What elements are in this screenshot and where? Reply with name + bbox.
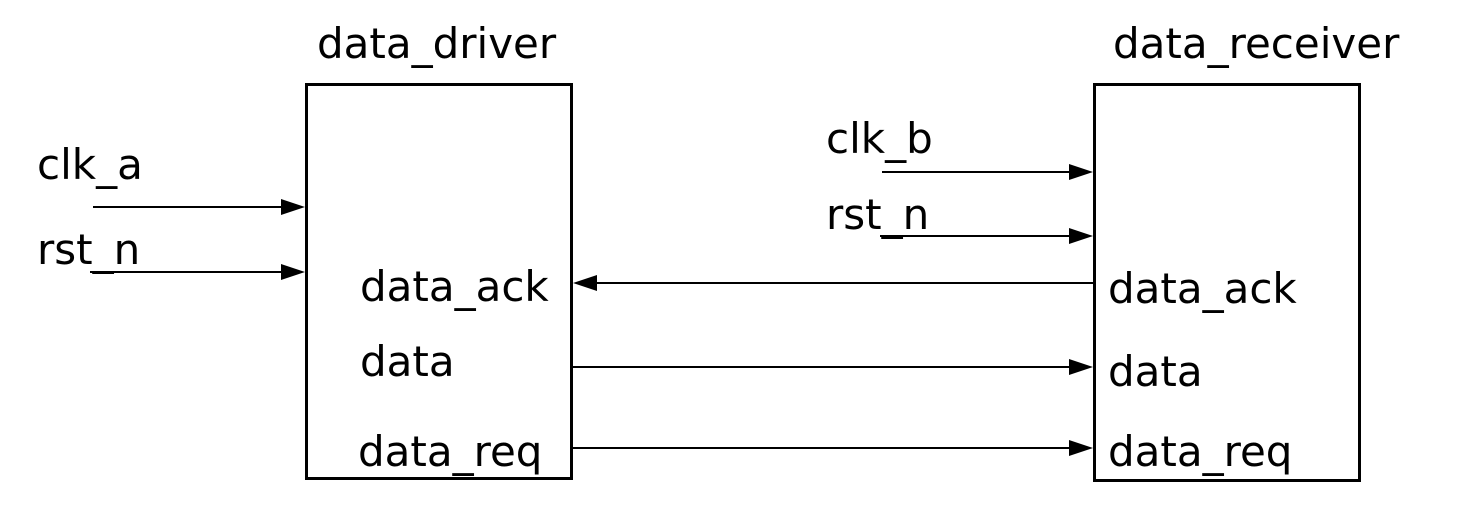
clk-b-arrow-line bbox=[882, 171, 1071, 173]
module-title-data-driver: data_driver bbox=[317, 19, 557, 68]
module-title-data-receiver: data_receiver bbox=[1113, 19, 1400, 68]
module-box-data-receiver bbox=[1093, 83, 1361, 482]
data-req-connection-line bbox=[573, 447, 1071, 449]
signal-label-clk-b: clk_b bbox=[826, 114, 933, 163]
rst-n-left-arrow-line bbox=[90, 271, 283, 273]
data-ack-arrowhead-icon bbox=[573, 275, 597, 291]
data-ack-connection-line bbox=[595, 282, 1093, 284]
module-box-data-driver bbox=[305, 83, 573, 480]
port-label-driver-data: data bbox=[360, 337, 455, 386]
clk-a-arrow-line bbox=[93, 206, 283, 208]
rst-n-right-arrow-line bbox=[880, 235, 1071, 237]
port-label-receiver-data-ack: data_ack bbox=[1108, 264, 1297, 313]
clk-b-arrowhead-icon bbox=[1069, 164, 1093, 180]
port-label-driver-data-ack: data_ack bbox=[360, 262, 549, 311]
signal-label-clk-a: clk_a bbox=[37, 140, 143, 189]
signal-label-rst-n-left: rst_n bbox=[37, 225, 141, 274]
clk-a-arrowhead-icon bbox=[281, 199, 305, 215]
data-connection-line bbox=[573, 366, 1071, 368]
data-req-arrowhead-icon bbox=[1069, 440, 1093, 456]
port-label-receiver-data-req: data_req bbox=[1108, 427, 1293, 476]
signal-label-rst-n-right: rst_n bbox=[826, 190, 930, 239]
rst-n-right-arrowhead-icon bbox=[1069, 228, 1093, 244]
data-arrowhead-icon bbox=[1069, 359, 1093, 375]
port-label-driver-data-req: data_req bbox=[358, 427, 543, 476]
rst-n-left-arrowhead-icon bbox=[281, 264, 305, 280]
port-label-receiver-data: data bbox=[1108, 347, 1203, 396]
